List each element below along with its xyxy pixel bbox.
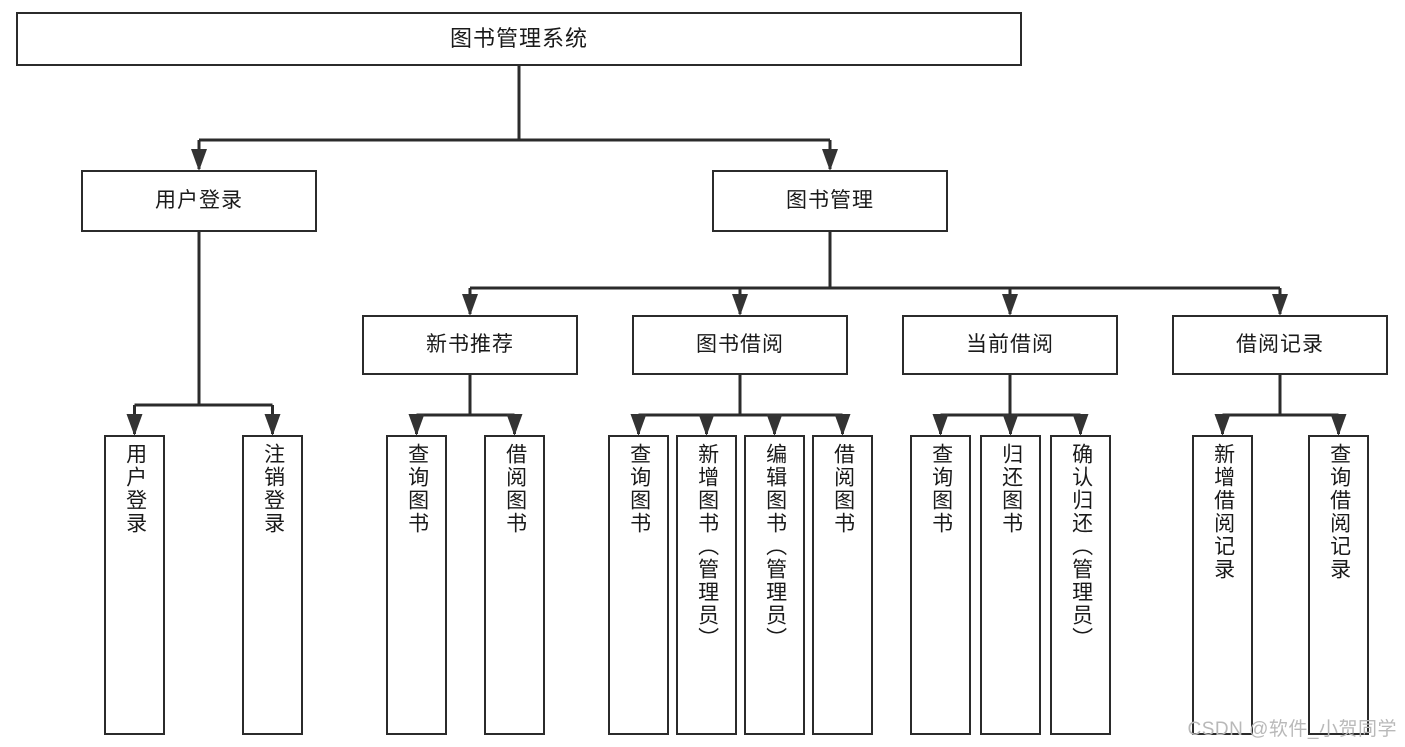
node-label: 用户登录 — [123, 443, 147, 535]
node-leaf-add-record[interactable]: 新增借阅记录 — [1192, 435, 1253, 735]
node-label: 新增图书（管理员） — [695, 443, 719, 650]
node-label: 查询图书 — [929, 443, 953, 535]
node-leaf-borrow-book-1[interactable]: 借阅图书 — [484, 435, 545, 735]
node-label: 用户登录 — [155, 189, 243, 213]
node-leaf-confirm-return[interactable]: 确认归还（管理员） — [1050, 435, 1111, 735]
node-label: 借阅图书 — [503, 443, 527, 535]
node-leaf-query-record[interactable]: 查询借阅记录 — [1308, 435, 1369, 735]
node-leaf-borrow-book-2[interactable]: 借阅图书 — [812, 435, 873, 735]
node-root[interactable]: 图书管理系统 — [16, 12, 1022, 66]
node-label: 借阅记录 — [1236, 333, 1324, 357]
watermark: CSDN @软件_小贺同学 — [1187, 719, 1397, 740]
node-label: 编辑图书（管理员） — [763, 443, 787, 650]
node-leaf-query-book-1[interactable]: 查询图书 — [386, 435, 447, 735]
node-book-borrow[interactable]: 图书借阅 — [632, 315, 848, 375]
node-label: 确认归还（管理员） — [1069, 443, 1093, 650]
node-leaf-return-book[interactable]: 归还图书 — [980, 435, 1041, 735]
node-new-book-rec[interactable]: 新书推荐 — [362, 315, 578, 375]
node-user-login[interactable]: 用户登录 — [81, 170, 317, 232]
node-label: 借阅图书 — [831, 443, 855, 535]
node-label: 注销登录 — [261, 443, 285, 535]
node-label: 查询图书 — [405, 443, 429, 535]
node-borrow-record[interactable]: 借阅记录 — [1172, 315, 1388, 375]
node-label: 图书管理系统 — [449, 25, 588, 51]
node-label: 新增借阅记录 — [1211, 443, 1235, 581]
node-leaf-add-book[interactable]: 新增图书（管理员） — [676, 435, 737, 735]
node-leaf-logout[interactable]: 注销登录 — [242, 435, 303, 735]
node-leaf-edit-book[interactable]: 编辑图书（管理员） — [744, 435, 805, 735]
node-label: 查询借阅记录 — [1327, 443, 1351, 581]
node-label: 图书借阅 — [696, 333, 784, 357]
node-label: 当前借阅 — [966, 333, 1054, 357]
node-leaf-query-book-3[interactable]: 查询图书 — [910, 435, 971, 735]
node-leaf-user-login[interactable]: 用户登录 — [104, 435, 165, 735]
node-label: 查询图书 — [627, 443, 651, 535]
node-current-borrow[interactable]: 当前借阅 — [902, 315, 1118, 375]
node-leaf-query-book-2[interactable]: 查询图书 — [608, 435, 669, 735]
node-label: 图书管理 — [786, 189, 874, 213]
node-book-manage[interactable]: 图书管理 — [712, 170, 948, 232]
node-label: 新书推荐 — [426, 333, 514, 357]
node-label: 归还图书 — [999, 443, 1023, 535]
